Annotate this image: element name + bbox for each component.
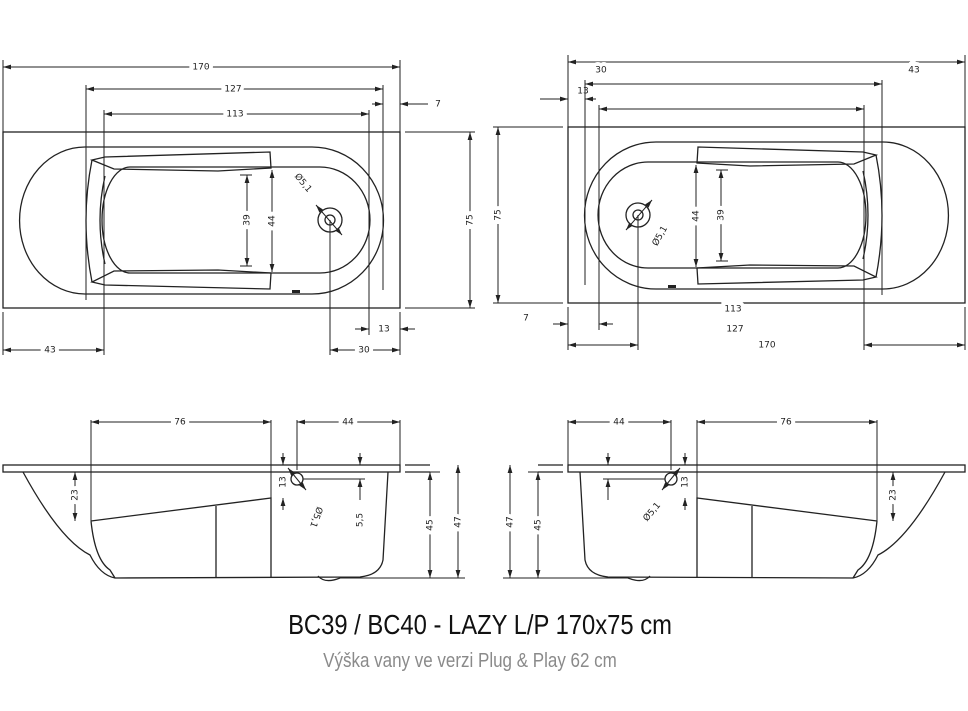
dim-13: 13 — [577, 87, 588, 97]
plan-view-left — [3, 60, 475, 355]
drain-diameter: Ø5,1 — [307, 505, 325, 529]
dim-44: 44 — [692, 210, 702, 222]
dim-113: 113 — [226, 110, 243, 120]
plan-left-labels: 170 127 113 7 75 39 44 43 13 30 Ø5,1 — [40, 59, 479, 360]
dim-43: 43 — [44, 346, 55, 356]
dim-45: 45 — [426, 519, 436, 530]
dim-13: 13 — [279, 476, 289, 487]
dim-5-5: 5,5 — [356, 513, 366, 527]
dim-30: 30 — [595, 66, 607, 76]
dim-113: 113 — [724, 305, 741, 315]
dim-7: 7 — [523, 314, 529, 324]
dim-76: 76 — [174, 418, 186, 428]
dim-127: 127 — [726, 325, 743, 335]
dim-47: 47 — [454, 516, 464, 527]
side-right-labels: 44 76 47 45 13 23 Ø5,1 — [502, 414, 903, 535]
dim-43: 43 — [908, 66, 919, 76]
dim-45: 45 — [534, 519, 544, 530]
plan-right-labels: 30 43 13 75 44 39 113 127 170 7 Ø5,1 — [490, 62, 924, 355]
dim-39: 39 — [243, 214, 253, 226]
dim-30: 30 — [358, 346, 370, 356]
drain-diameter: Ø5,1 — [650, 224, 670, 248]
dim-7: 7 — [435, 100, 441, 110]
dim-75: 75 — [494, 209, 504, 220]
dim-23: 23 — [889, 489, 899, 500]
drain-diameter: Ø5,1 — [292, 171, 314, 194]
dim-44: 44 — [268, 215, 278, 227]
dim-170: 170 — [758, 341, 775, 351]
dim-39: 39 — [717, 209, 727, 221]
dim-13: 13 — [378, 325, 389, 335]
dim-44: 44 — [613, 418, 625, 428]
side-left-labels: 76 44 23 13 5,5 45 47 Ø5,1 — [67, 414, 468, 535]
dim-170: 170 — [192, 63, 209, 73]
dim-76: 76 — [780, 418, 792, 428]
drawing-subtitle: Výška vany ve verzi Plug & Play 62 cm — [323, 649, 617, 672]
drawing-title: BC39 / BC40 - LAZY L/P 170x75 cm — [288, 608, 672, 640]
dim-23: 23 — [71, 489, 81, 500]
dim-13: 13 — [681, 476, 691, 487]
dim-75: 75 — [466, 214, 476, 225]
dim-44: 44 — [342, 418, 354, 428]
drain-diameter: Ø5,1 — [641, 500, 663, 523]
dim-127: 127 — [224, 85, 241, 95]
dim-47: 47 — [506, 516, 516, 527]
